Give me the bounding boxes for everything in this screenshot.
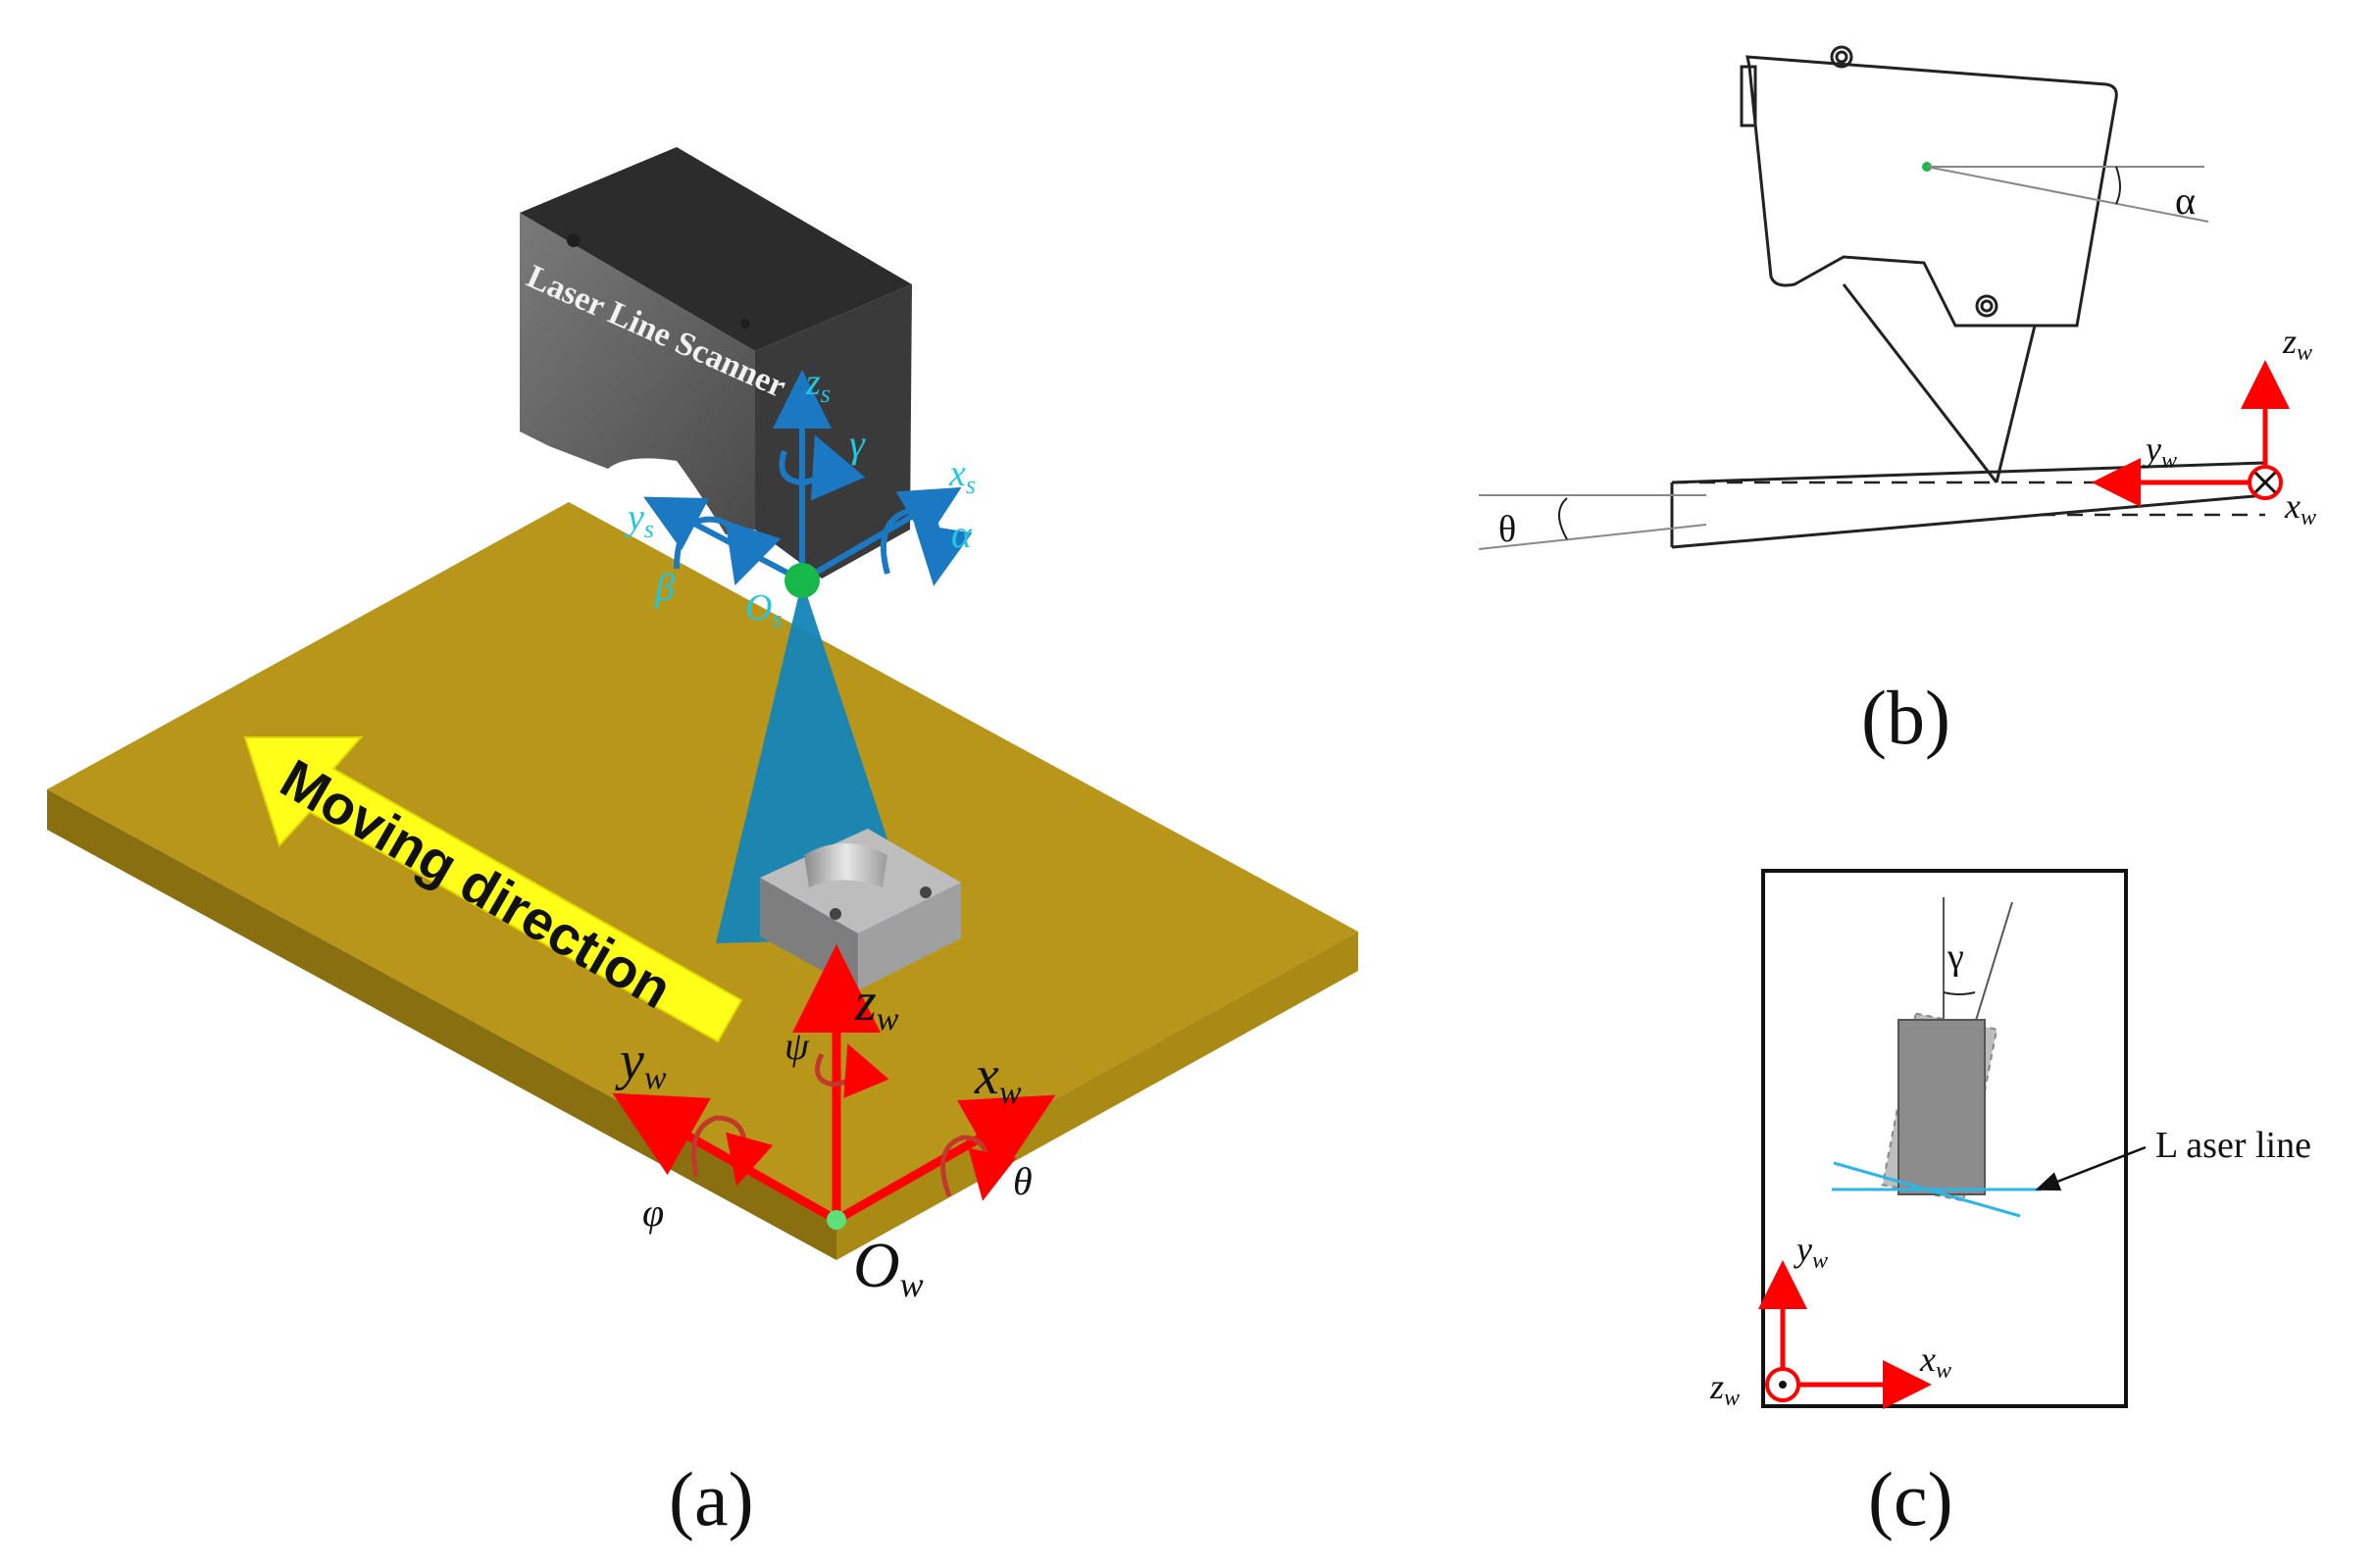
zs-subscript: s: [821, 379, 831, 408]
zw-label-b: z: [2282, 322, 2297, 361]
caption-c: (c): [1868, 1456, 1953, 1542]
phi-rotation-arrow: [691, 1115, 774, 1187]
alpha-label-b: α: [2175, 178, 2196, 223]
tilted-plate-b: [1670, 461, 2267, 549]
panel-c: γ L aser line yw xw zw (c): [1709, 869, 2311, 1542]
ys-label: y: [624, 497, 644, 538]
svg-text:Os: Os: [745, 587, 783, 633]
svg-text:ys: ys: [624, 497, 654, 543]
os-label: O: [745, 587, 772, 629]
sensor-origin-dot: [784, 563, 820, 598]
alpha-arc: [2115, 166, 2121, 205]
zs-label: z: [805, 362, 821, 403]
world-origin-dot: [827, 1210, 846, 1230]
ow-subscript: w: [900, 1265, 924, 1304]
laser-line-pointer: [2035, 1145, 2147, 1191]
yw-subscript: w: [644, 1060, 667, 1096]
svg-text:zw: zw: [854, 972, 899, 1037]
xw-subscript-b: w: [2301, 505, 2316, 531]
laser-line-tilted: [1833, 1161, 2021, 1218]
panel-b: α θ zw yw xw (b): [1478, 45, 2316, 760]
alpha-label-a: α: [951, 512, 973, 556]
workpiece-block: [760, 829, 961, 990]
svg-text:xw: xw: [2284, 486, 2316, 531]
xs-subscript: s: [966, 471, 976, 499]
yw-subscript-c: w: [1812, 1248, 1828, 1274]
yw-label-b: y: [2143, 430, 2161, 469]
tilted-reference-b: [1926, 166, 2209, 223]
svg-text:xw: xw: [1919, 1340, 1951, 1384]
laser-line-scanner: Laser Line Scanner: [520, 147, 912, 579]
alpha-rotation-arrow: [880, 506, 973, 586]
theta-ref-tilted: [1478, 524, 1707, 550]
svg-text:Ow: Ow: [853, 1230, 924, 1304]
yw-label-c: y: [1794, 1230, 1812, 1269]
theta-label-a: θ: [1013, 1159, 1033, 1203]
ow-label: O: [853, 1230, 900, 1301]
xw-subscript-c: w: [1936, 1358, 1951, 1384]
laser-line-label: L aser line: [2155, 1125, 2311, 1166]
svg-text:yw: yw: [615, 1031, 667, 1096]
yw-label: y: [615, 1031, 644, 1091]
gamma-label-c: γ: [1947, 936, 1964, 978]
theta-arc: [1558, 497, 1568, 540]
xw-subscript: w: [999, 1075, 1022, 1111]
beta-rotation-arrow: [674, 516, 782, 586]
xw-label-c: x: [1919, 1340, 1936, 1379]
gamma-label-a: γ: [849, 422, 866, 466]
psi-label: ψ: [784, 1024, 810, 1068]
theta-label-b: θ: [1498, 509, 1516, 550]
phi-label: φ: [642, 1190, 664, 1235]
svg-text:yw: yw: [2143, 430, 2177, 474]
work-plate-top: [47, 502, 1358, 1220]
xs-label: x: [948, 453, 966, 494]
block-top-view: [1897, 1019, 1986, 1195]
gamma-rotation-arrow: [779, 434, 866, 501]
sensor-frame: zs xs ys Os γ α β: [624, 362, 976, 633]
zw-label-c: z: [1709, 1367, 1724, 1406]
svg-text:zw: zw: [2282, 322, 2312, 366]
ys-subscript: s: [644, 515, 654, 543]
xw-axis: [834, 1094, 1056, 1224]
world-frame-a: zw xw yw Ow ψ θ φ: [612, 944, 1056, 1304]
work-plate-right-edge: [836, 932, 1358, 1260]
svg-text:xw: xw: [974, 1045, 1022, 1111]
zw-subscript: w: [877, 1001, 899, 1037]
svg-text:yw: yw: [1794, 1230, 1828, 1274]
xw-label: x: [974, 1045, 999, 1106]
zw-subscript-c: w: [1724, 1386, 1740, 1411]
theta-rotation-arrow: [940, 1135, 1017, 1201]
xw-label-b: x: [2284, 486, 2301, 526]
psi-rotation-arrow: [815, 1043, 889, 1098]
panel-a: Laser Line Scanner zs xs ys Os γ α β Mov…: [47, 147, 1358, 1542]
beta-label-a: β: [654, 565, 675, 609]
zw-label: z: [854, 972, 877, 1033]
gamma-arc: [1943, 991, 1976, 995]
svg-text:xs: xs: [948, 453, 976, 499]
scanner-side-outline: [1740, 45, 2118, 483]
caption-a: (a): [669, 1456, 754, 1542]
svg-text:zs: zs: [805, 362, 831, 408]
zw-subscript-b: w: [2297, 340, 2312, 366]
caption-b: (b): [1861, 675, 1950, 760]
os-subscript: s: [772, 605, 782, 633]
yw-subscript-b: w: [2161, 448, 2177, 474]
svg-text:zw: zw: [1709, 1367, 1740, 1411]
